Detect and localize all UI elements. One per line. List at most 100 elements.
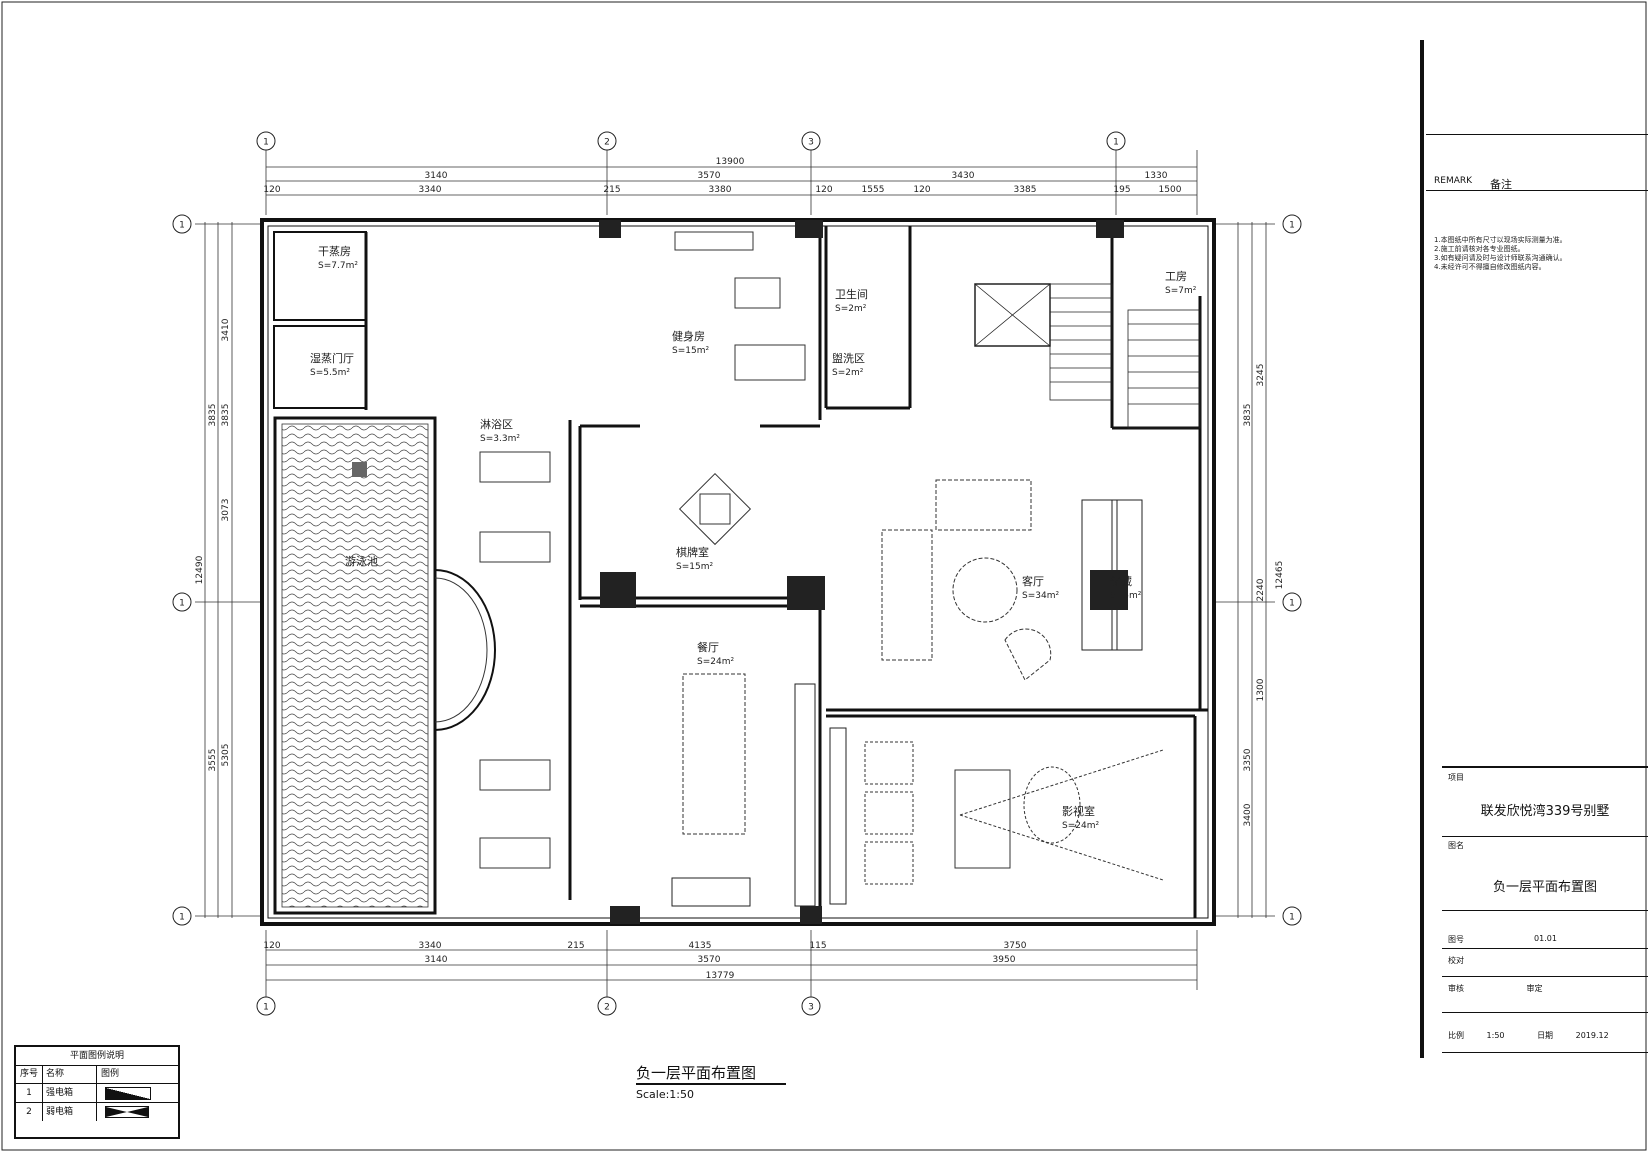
dim-top-row2-2: 215 xyxy=(603,185,620,195)
dim-right-part-2: 2240 xyxy=(1256,578,1266,601)
grid-bubble-right-2-circle xyxy=(1282,906,1302,926)
grid-bubble-top-3-circle xyxy=(1106,131,1126,151)
theater-seats xyxy=(864,741,1164,885)
dim-top-row2-8: 195 xyxy=(1113,185,1130,195)
room-area-1: S=5.5m² xyxy=(310,368,350,378)
legend-header-symbol: 图例 xyxy=(101,1069,120,1079)
dim-top-row2-9: 1500 xyxy=(1159,185,1182,195)
room-name-4: 健身房 xyxy=(672,329,705,343)
chess-table xyxy=(678,472,752,546)
grid-bubble-left-2-circle xyxy=(172,906,192,926)
project-label: 项目 xyxy=(1448,773,1464,782)
project-name: 联发欣悦湾339号别墅 xyxy=(1480,804,1610,819)
dim-top-row2-4: 120 xyxy=(815,185,832,195)
note-3: 3.如有疑问请及时与设计师联系沟通确认。 xyxy=(1434,254,1567,262)
legend-table: 平面图例说明 序号 名称 图例 1 强电箱 2 弱电箱 xyxy=(14,1045,180,1139)
dim-top-row2-7: 3385 xyxy=(1014,185,1037,195)
title-block: REMARK 备注 1.本图纸中所有尺寸以现场实际测量为准。 2.施工前请核对各… xyxy=(1426,0,1648,1152)
room-area-12: S=24m² xyxy=(1062,821,1099,831)
dim-bottom-row1-3: 4135 xyxy=(689,941,712,951)
note-2: 2.施工前请核对各专业图纸。 xyxy=(1434,245,1525,253)
shower-units xyxy=(479,451,551,869)
room-name-9: 客厅 xyxy=(1022,574,1044,588)
strong-power-box-icon xyxy=(105,1087,151,1100)
grid-bubble-top-2: 3 xyxy=(808,138,814,148)
room-area-6: S=2m² xyxy=(832,368,864,378)
legend-row1-name: 强电箱 xyxy=(43,1084,97,1102)
grid-bubble-left-1-circle xyxy=(172,592,192,612)
dim-right-part-5: 3400 xyxy=(1243,803,1253,826)
field-design: 校对 xyxy=(1448,955,1464,966)
dim-right-part-4: 3350 xyxy=(1243,748,1253,771)
kitchen-counter xyxy=(671,877,751,907)
dim-left-part-2: 3073 xyxy=(221,499,231,522)
dim-top-row1-2: 3430 xyxy=(952,171,975,181)
grid-bubble-bottom-0-circle xyxy=(256,996,276,1016)
dim-top-row1-1: 3570 xyxy=(698,171,721,181)
gym-equipment xyxy=(674,231,806,381)
grid-bubble-left-1: 1 xyxy=(179,599,185,609)
staircase xyxy=(974,283,1201,429)
grid-bubble-bottom-1: 2 xyxy=(604,1003,610,1013)
field-review-value: 审定 xyxy=(1526,984,1543,993)
dim-bottom-row2-1: 3570 xyxy=(698,955,721,965)
dim-bottom-total: 13779 xyxy=(706,971,735,981)
dim-top-row2-1: 3340 xyxy=(419,185,442,195)
field-drawing-no: 图号 01.01 xyxy=(1448,934,1557,945)
legend-row2-name: 弱电箱 xyxy=(43,1103,97,1121)
top-dimensions xyxy=(265,150,1198,215)
dim-bottom-row2-2: 3950 xyxy=(993,955,1016,965)
field-date-key: 日期 xyxy=(1537,1031,1554,1040)
grid-bubble-bottom-0: 1 xyxy=(263,1003,269,1013)
dim-top-row2-5: 1555 xyxy=(862,185,885,195)
dim-top-row1-3: 1330 xyxy=(1145,171,1168,181)
legend-header-name: 名称 xyxy=(43,1066,97,1083)
room-name-10: 储藏 xyxy=(1110,574,1132,588)
grid-bubble-top-0-circle xyxy=(256,131,276,151)
grid-bubble-right-0: 1 xyxy=(1289,221,1295,231)
dim-left-part-outer: 3835 xyxy=(208,404,218,427)
exterior-wall xyxy=(260,218,1216,926)
grid-bubble-right-1: 1 xyxy=(1289,599,1295,609)
grid-bubble-top-2-circle xyxy=(801,131,821,151)
field-scale: 比例 1:50 日期 2019.12 xyxy=(1448,1030,1609,1041)
room-area-4: S=15m² xyxy=(672,346,709,356)
dim-top-row2-0: 120 xyxy=(263,185,280,195)
drawing-label: 图名 xyxy=(1448,841,1464,850)
room-area-9: S=34m² xyxy=(1022,591,1059,601)
room-area-2: S=3.3m² xyxy=(480,434,520,444)
swimming-pool xyxy=(273,416,437,915)
dim-bottom-row1-0: 120 xyxy=(263,941,280,951)
field-design-value: 校对 xyxy=(1448,956,1464,965)
legend-title: 平面图例说明 xyxy=(16,1047,178,1066)
field-scale-value: 1:50 xyxy=(1486,1031,1505,1040)
room-labels: 干蒸房S=7.7m²湿蒸门厅S=5.5m²淋浴区S=3.3m²游泳池健身房S=1… xyxy=(310,245,1197,831)
dim-top-row2-6: 120 xyxy=(913,185,930,195)
field-date-value: 2019.12 xyxy=(1575,1031,1609,1040)
grid-bubble-left-0-circle xyxy=(172,214,192,234)
bottom-dimensions xyxy=(265,930,1198,1000)
grid-bubble-left-2: 1 xyxy=(179,913,185,923)
field-review-key: 审核 xyxy=(1448,984,1464,993)
drawing-scale: Scale:1:50 xyxy=(636,1088,695,1101)
storage-cabinet xyxy=(1081,499,1143,651)
grid-bubble-top-0: 1 xyxy=(263,138,269,148)
right-dimensions xyxy=(1215,222,1275,918)
note-1: 1.本图纸中所有尺寸以现场实际测量为准。 xyxy=(1434,236,1567,244)
room-name-0: 干蒸房 xyxy=(318,245,351,258)
room-name-3: 游泳池 xyxy=(345,554,378,568)
drawing-title-text: 负一层平面布置图 xyxy=(636,1064,757,1082)
field-drawing-no-value: 01.01 xyxy=(1534,934,1557,943)
room-area-8: S=24m² xyxy=(697,657,734,667)
grid-bubble-left-0: 1 xyxy=(179,221,185,231)
grid-bubble-top-3: 1 xyxy=(1113,138,1119,148)
grid-bubble-right-2: 1 xyxy=(1289,913,1295,923)
room-area-0: S=7.7m² xyxy=(318,261,358,271)
dim-top-row1-0: 3140 xyxy=(425,171,448,181)
remark-notes: 1.本图纸中所有尺寸以现场实际测量为准。 2.施工前请核对各专业图纸。 3.如有… xyxy=(1434,236,1634,272)
weak-power-box-icon xyxy=(105,1106,149,1118)
remark-title: 备注 xyxy=(1490,178,1513,191)
